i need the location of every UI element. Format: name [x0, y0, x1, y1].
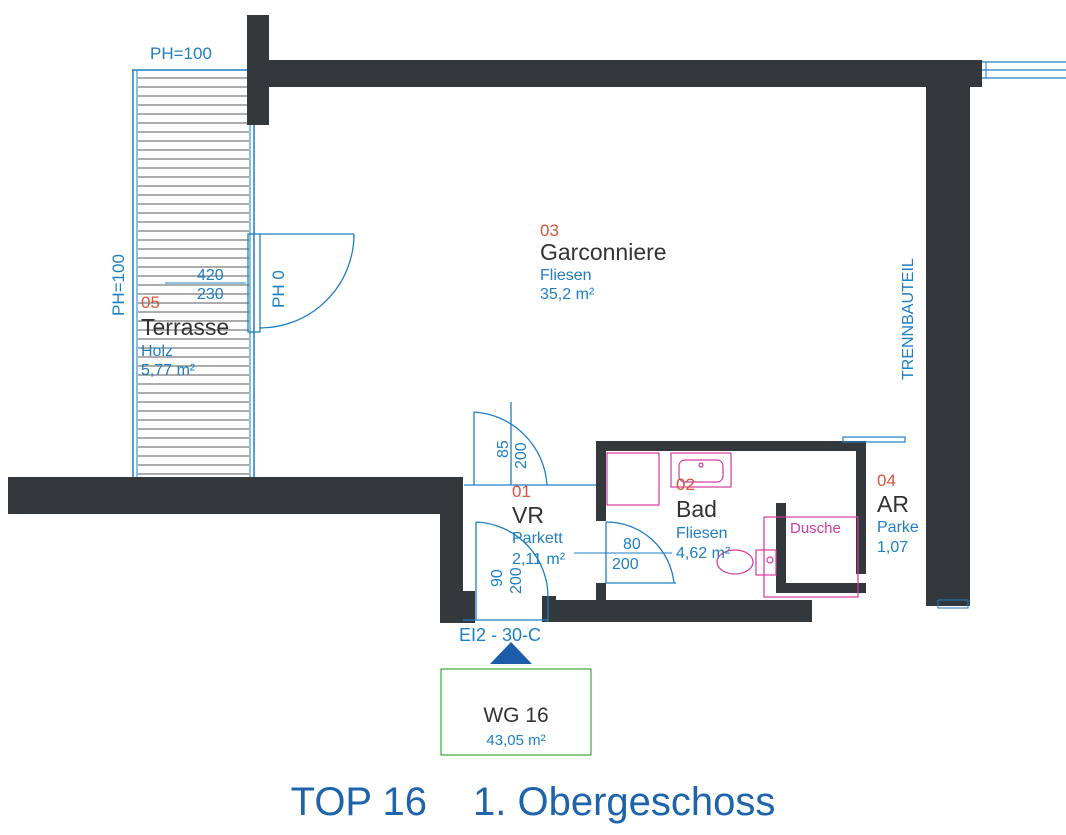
vr-door-width: 85 — [495, 440, 512, 458]
ph-left-label: PH=100 — [109, 254, 128, 316]
ph-door-label: PH 0 — [269, 270, 288, 308]
unit-area: 43,05 m² — [486, 732, 545, 749]
entry-door — [463, 521, 549, 622]
ar-number: 04 — [877, 471, 896, 490]
bad-number: 02 — [676, 475, 695, 494]
ar-name: AR — [877, 491, 909, 517]
bath-door — [605, 521, 676, 584]
window — [982, 61, 1066, 79]
unit-label: WG 16 — [483, 704, 548, 727]
vr-door-height: 200 — [513, 442, 530, 469]
floor-name: 1. Obergeschoss — [473, 780, 776, 824]
garconniere-area: 35,2 m² — [540, 286, 595, 303]
terrasse-name: Terrasse — [141, 314, 229, 340]
entry-door-width: 90 — [489, 569, 506, 587]
vr-upper-door — [464, 402, 596, 486]
terrace-decking — [138, 77, 249, 475]
dusche-label: Dusche — [790, 520, 841, 537]
ph-top-label: PH=100 — [150, 44, 212, 63]
terrasse-number: 05 — [141, 293, 160, 312]
entry-door-height: 200 — [508, 567, 525, 594]
page-title: TOP 16 1. Obergeschoss — [0, 780, 1066, 825]
garconniere-name: Garconniere — [540, 239, 667, 265]
unit-box — [440, 668, 592, 756]
terrasse-floor: Holz — [141, 343, 173, 360]
terrasse-area: 5,77 m² — [141, 362, 196, 379]
entry-arrow — [490, 642, 532, 664]
terrace-door-width: 420 — [197, 267, 224, 284]
top-number: TOP 16 — [290, 780, 427, 824]
vr-floor: Parkett — [512, 530, 563, 547]
partition-rail — [842, 436, 906, 443]
floor-plan: 03 Garconniere Fliesen 35,2 m² 05 Terras… — [8, 15, 1066, 756]
ar-area: 1,07 — [877, 539, 908, 556]
vr-name: VR — [512, 502, 544, 528]
ar-floor: Parke — [877, 519, 919, 536]
vr-number: 01 — [512, 482, 531, 501]
trennbauteil-label: TRENNBAUTEIL — [900, 258, 917, 380]
sanitary-fixtures — [606, 452, 859, 598]
bad-area: 4,62 m² — [676, 545, 731, 562]
entry-fire-class: EI2 - 30-C — [459, 625, 541, 645]
bath-door-width: 80 — [623, 536, 641, 553]
walls — [8, 15, 982, 623]
bad-name: Bad — [676, 496, 717, 522]
garconniere-floor: Fliesen — [540, 267, 592, 284]
terrace-door — [247, 233, 355, 333]
terrace-door-height: 230 — [197, 286, 224, 303]
wall-edge-marker — [937, 599, 969, 609]
garconniere-number: 03 — [540, 221, 559, 240]
vr-area: 2,11 m² — [512, 551, 566, 568]
bath-door-height: 200 — [612, 556, 639, 573]
bad-floor: Fliesen — [676, 525, 728, 542]
